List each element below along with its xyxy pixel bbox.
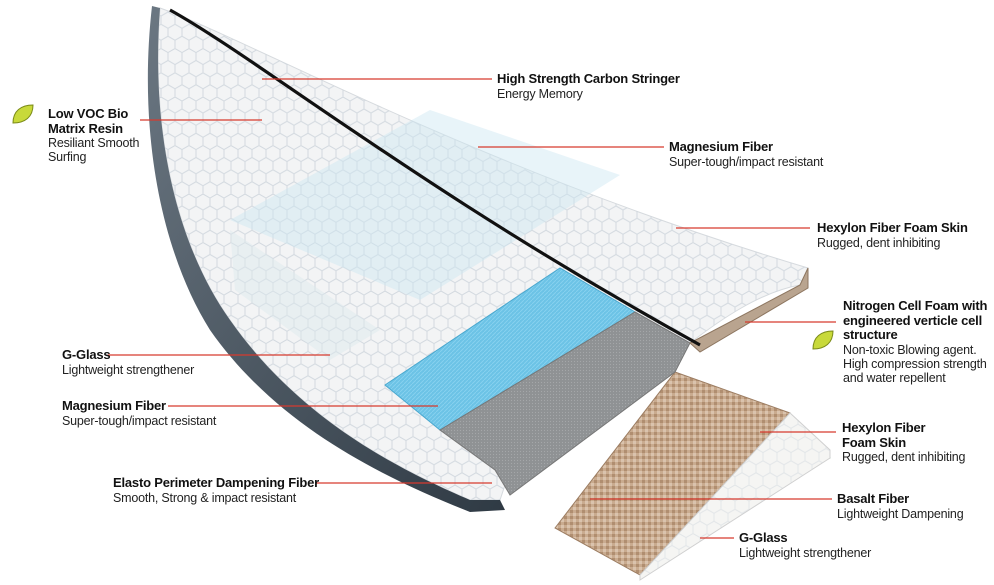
label-basalt-fiber: Basalt Fiber Lightweight Dampening xyxy=(837,491,964,521)
label-desc: Non-toxic Blowing agent. xyxy=(843,342,977,357)
label-desc: Energy Memory xyxy=(497,86,583,101)
label-desc: Rugged, dent inhibiting xyxy=(842,450,966,465)
label-magnesium-top: Magnesium Fiber Super-tough/impact resis… xyxy=(669,139,824,169)
label-title: Low VOC Bio xyxy=(48,106,129,121)
label-title: Elasto Perimeter Dampening Fiber xyxy=(113,475,319,490)
label-desc: Rugged, dent inhibiting xyxy=(817,235,941,250)
deck-cross-section xyxy=(689,267,809,353)
label-nitrogen-foam: Nitrogen Cell Foam with engineered verti… xyxy=(843,298,988,385)
label-elasto-fiber: Elasto Perimeter Dampening Fiber Smooth,… xyxy=(113,475,319,505)
label-title: engineered verticle cell xyxy=(843,312,982,328)
leader-lines xyxy=(108,78,836,539)
label-title: Basalt Fiber xyxy=(837,491,910,506)
label-hexylon-top: Hexylon Fiber Foam Skin Rugged, dent inh… xyxy=(817,220,968,250)
label-title: Foam Skin xyxy=(842,434,906,450)
label-desc: and water repellent xyxy=(843,370,946,385)
label-desc: Resiliant Smooth xyxy=(48,136,140,151)
eco-leaf-icon xyxy=(812,330,834,350)
label-title: G-Glass xyxy=(739,530,788,545)
label-desc: Lightweight Dampening xyxy=(837,506,964,521)
label-carbon-stringer: High Strength Carbon Stringer Energy Mem… xyxy=(497,71,680,101)
label-desc: Lightweight strengthener xyxy=(62,362,195,377)
label-desc: Super-tough/impact resistant xyxy=(62,413,217,428)
label-desc: Super-tough/impact resistant xyxy=(669,154,824,169)
eco-leaf-icon xyxy=(12,104,34,124)
label-gglass-bottom: G-Glass Lightweight strengthener xyxy=(739,530,872,560)
label-magnesium-left: Magnesium Fiber Super-tough/impact resis… xyxy=(62,398,217,428)
magnesium-overlay-top xyxy=(230,110,620,300)
label-desc: Surfing xyxy=(48,150,87,165)
label-gglass-left: G-Glass Lightweight strengthener xyxy=(62,347,195,377)
label-desc: High compression strength xyxy=(843,356,987,371)
label-hexylon-bottom: Hexylon Fiber Foam Skin Rugged, dent inh… xyxy=(842,420,966,465)
label-title: Hexylon Fiber xyxy=(842,420,926,435)
label-title: Hexylon Fiber Foam Skin xyxy=(817,220,968,235)
nitrogen-foam-layer xyxy=(439,311,691,496)
label-title: structure xyxy=(843,327,898,343)
label-desc: Lightweight strengthener xyxy=(739,545,872,560)
label-title: Nitrogen Cell Foam with xyxy=(843,298,988,313)
label-title: High Strength Carbon Stringer xyxy=(497,71,680,86)
label-title: Matrix Resin xyxy=(48,120,123,136)
label-title: G-Glass xyxy=(62,347,111,362)
label-bio-resin: Low VOC Bio Matrix Resin Resiliant Smoot… xyxy=(48,106,140,165)
label-title: Magnesium Fiber xyxy=(669,139,773,154)
label-desc: Smooth, Strong & impact resistant xyxy=(113,490,297,505)
carbon-stringer xyxy=(169,8,701,347)
gglass-overlay-left xyxy=(230,230,380,360)
label-title: Magnesium Fiber xyxy=(62,398,166,413)
